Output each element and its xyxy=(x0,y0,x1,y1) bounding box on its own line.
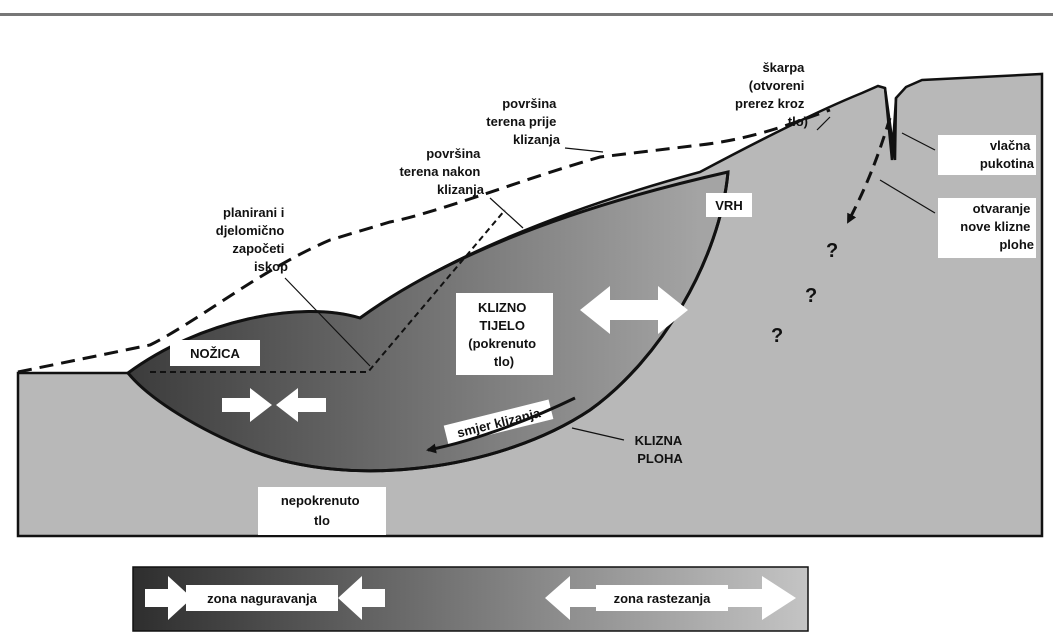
legend-rastezanja-label: zona rastezanja xyxy=(614,591,712,606)
compression-arrow-left-icon xyxy=(276,388,326,422)
top-rule xyxy=(0,13,1053,16)
tension-arrow-right-icon xyxy=(632,286,688,334)
tension-crack xyxy=(883,87,898,161)
question-mark-1: ? xyxy=(826,240,838,262)
nozica-label: NOŽICA xyxy=(190,346,240,361)
slip-surface-line xyxy=(249,171,730,473)
legend-naguravanja-box xyxy=(186,585,338,611)
compression-arrow-right-icon xyxy=(222,388,272,422)
nepokrenuto-box xyxy=(258,487,386,535)
smjer-box xyxy=(443,399,554,446)
new-slip-surface-label: otvaranje nove klizne plohe xyxy=(960,201,1034,252)
surface-after-label: površina terena nakon klizanja xyxy=(399,146,484,197)
question-mark-2: ? xyxy=(805,285,817,307)
klizno-tijelo-label: KLIZNO TIJELO (pokrenuto tlo) xyxy=(468,300,540,369)
surface-before-label: površina terena prije klizanja xyxy=(486,96,560,147)
tension-arrow-left-icon xyxy=(580,286,636,334)
legend-rastezanja-box xyxy=(596,585,728,611)
legend-naguravanja-label: zona naguravanja xyxy=(207,591,318,606)
sliding-direction-arrow xyxy=(426,396,576,454)
leader-lines xyxy=(284,116,936,441)
vrh-box xyxy=(706,193,752,217)
otvaranje-box xyxy=(938,198,1036,258)
planned-excavation-label: planirani i djelomično započeti iskop xyxy=(216,205,288,274)
new-slip-surface-arrow xyxy=(846,117,892,224)
vrh-label: VRH xyxy=(715,198,742,213)
legend-compression-right-icon xyxy=(145,576,192,620)
vlacna-box xyxy=(938,135,1036,175)
scarp-label: škarpa (otvoreni prerez kroz tlo) xyxy=(735,60,808,129)
undisturbed-soil-label: nepokrenuto tlo xyxy=(281,493,363,528)
original-ground-surface xyxy=(17,108,831,374)
tension-crack-label: vlačna pukotina xyxy=(980,138,1035,171)
planned-excavation xyxy=(150,209,506,373)
question-mark-3: ? xyxy=(771,325,783,347)
legend-compression-left-icon xyxy=(338,576,385,620)
klizno-tijelo-box xyxy=(456,293,553,375)
legend-tension-left-icon xyxy=(545,576,602,620)
legend-tension-right-icon xyxy=(728,576,796,620)
nozica-box xyxy=(170,340,260,366)
slip-surface-label: KLIZNA PLOHA xyxy=(635,433,686,466)
